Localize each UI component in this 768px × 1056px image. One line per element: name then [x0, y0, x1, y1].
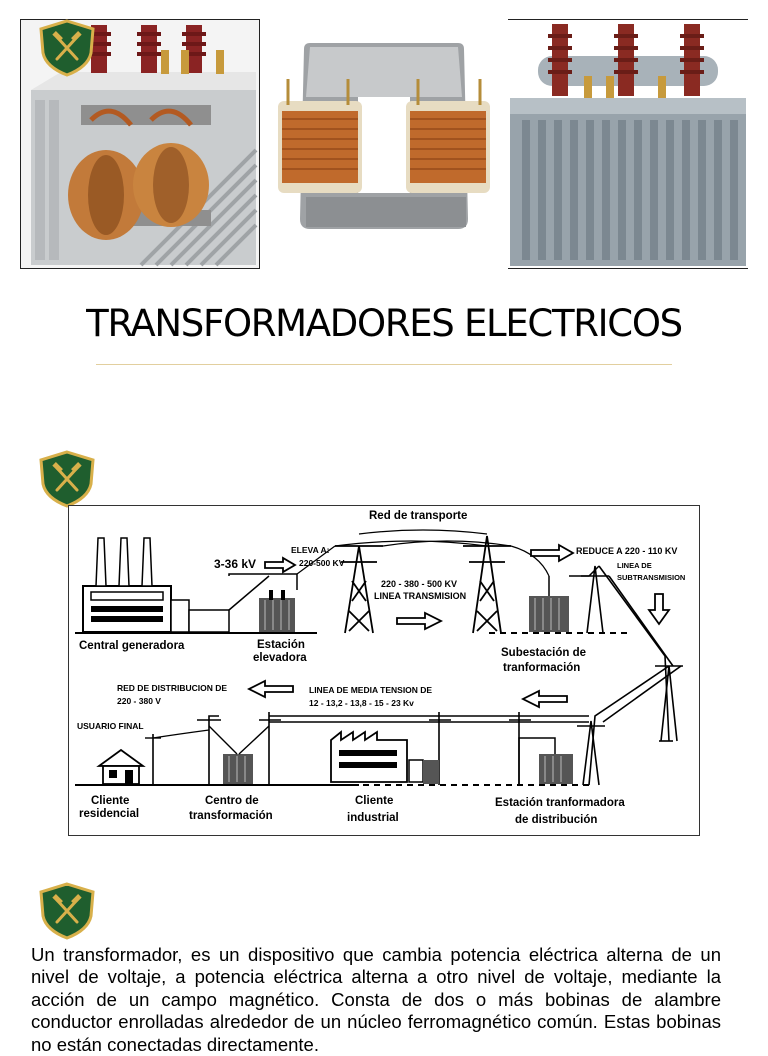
label-eleva-1: ELEVA A: — [291, 545, 330, 555]
house-icon — [96, 748, 146, 785]
label-reduce: REDUCE A 220 - 110 KV — [576, 546, 677, 556]
label-central: Central generadora — [79, 640, 185, 652]
label-linea-tx-2: LINEA TRANSMISION — [374, 591, 466, 601]
label-cliente-res-2: residencial — [79, 808, 139, 820]
label-estacion-1: Estación — [257, 639, 305, 651]
label-red-transporte: Red de transporte — [369, 510, 467, 522]
oil-transformer-photo — [508, 19, 748, 269]
transformer-core-photo — [262, 19, 506, 269]
left-arrow-icon — [246, 679, 294, 699]
power-grid-diagram: Red de transporte 3-36 kV ELEVA A: 220-5… — [68, 505, 700, 836]
label-cliente-ind-1: Cliente — [355, 795, 393, 807]
body-paragraph: Un transformador, es un dispositivo que … — [31, 944, 721, 1055]
title-divider — [96, 364, 672, 365]
label-kv-generation: 3-36 kV — [214, 557, 256, 571]
right-arrow-icon — [530, 543, 575, 563]
label-media-1: LINEA DE MEDIA TENSION DE — [309, 685, 432, 695]
label-estacion-dist-2: de distribución — [515, 814, 597, 826]
step-up-transformer-icon — [228, 573, 298, 632]
industrial-building-icon — [330, 730, 439, 784]
transformer-cutaway-photo — [20, 19, 260, 269]
transmission-tower-icon — [463, 535, 511, 634]
transmission-tower-icon — [335, 545, 383, 634]
label-media-2: 12 - 13,2 - 13,8 - 15 - 23 Kv — [309, 698, 414, 708]
down-arrow-icon — [647, 593, 671, 626]
label-linea-tx-1: 220 - 380 - 500 KV — [381, 579, 457, 589]
label-subtx-2: SUBTRANSMISION — [617, 573, 685, 582]
crest-logo-icon — [38, 450, 96, 508]
distribution-transformer-icon — [518, 737, 573, 785]
left-arrow-icon — [520, 689, 568, 709]
transformation-center-icon — [145, 715, 270, 785]
crest-logo-icon — [38, 882, 96, 940]
label-subtx-1: LINEA DE — [617, 561, 652, 570]
label-usuario: USUARIO FINAL — [77, 721, 144, 731]
label-centro-1: Centro de — [205, 795, 259, 807]
label-red-dist-1: RED DE DISTRIBUCION DE — [117, 683, 227, 693]
label-estacion-dist-1: Estación tranformadora — [495, 797, 625, 809]
right-arrow-icon — [396, 611, 444, 631]
label-subestacion-2: tranformación — [503, 662, 580, 674]
label-estacion-2: elevadora — [253, 652, 307, 664]
page-title: TRANSFORMADORES ELECTRICOS — [86, 302, 683, 345]
power-plant-icon — [82, 537, 270, 633]
label-cliente-res-1: Cliente — [91, 795, 129, 807]
label-eleva-2: 220-500 KV — [299, 558, 345, 568]
label-red-dist-2: 220 - 380 V — [117, 696, 161, 706]
label-subestacion-1: Subestación de — [501, 647, 586, 659]
label-centro-2: transformación — [189, 810, 273, 822]
right-arrow-icon — [264, 556, 297, 574]
label-cliente-ind-2: industrial — [347, 812, 399, 824]
crest-logo-icon — [38, 19, 96, 77]
